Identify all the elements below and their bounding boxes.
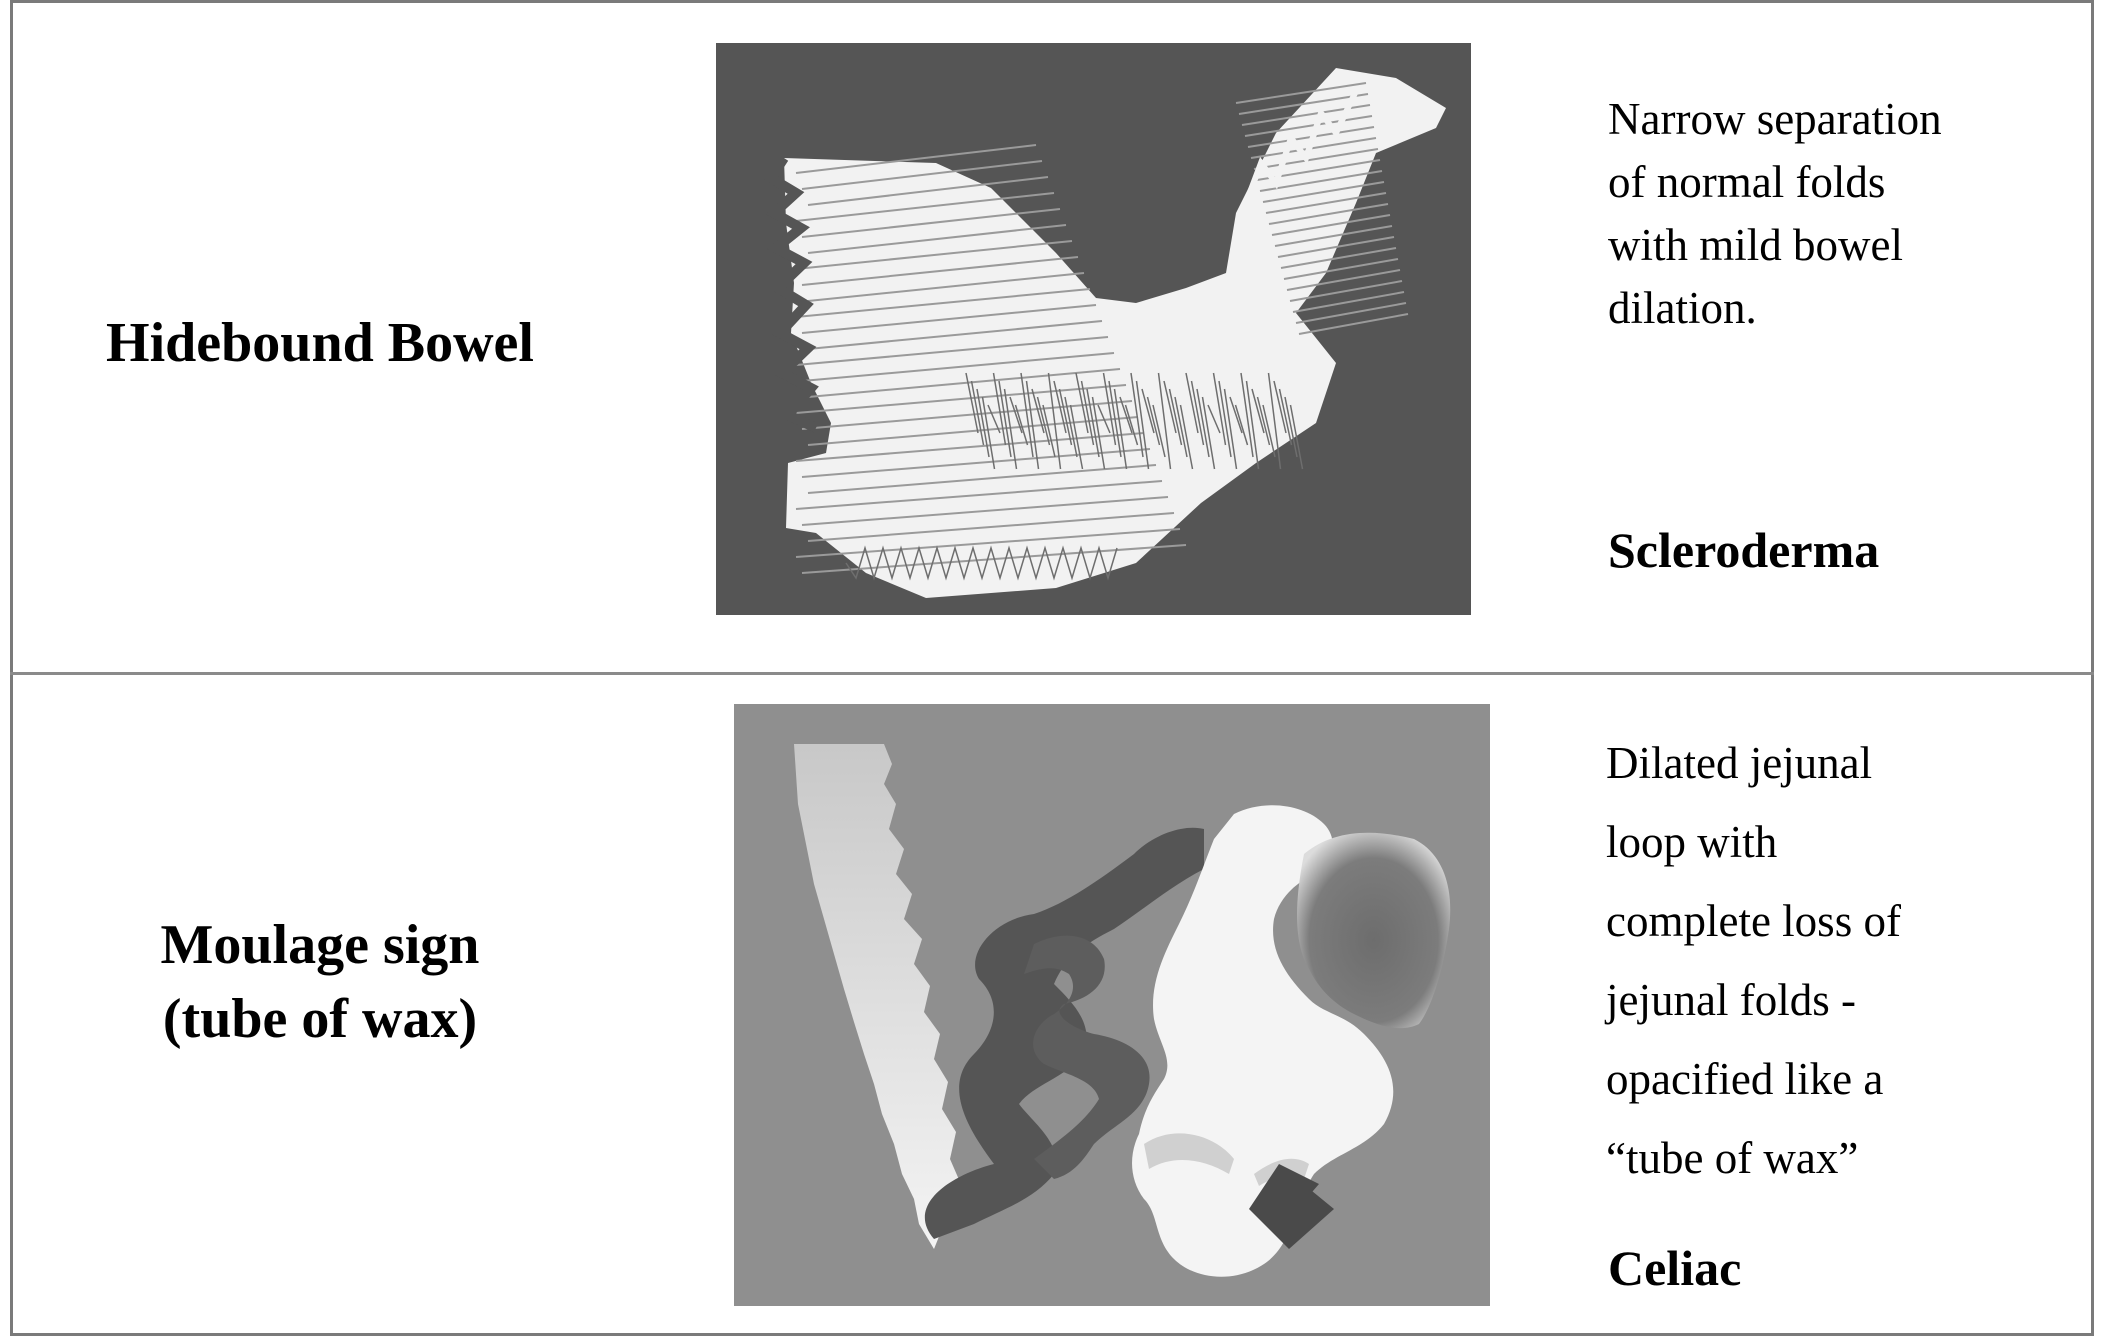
description-line: of normal folds (1608, 157, 1886, 207)
row-divider (10, 672, 2094, 675)
sign-name-hidebound-bowel: Hidebound Bowel (106, 312, 534, 374)
sign-name-moulage-sign: Moulage sign (tube of wax) (60, 908, 580, 1056)
description-line: dilation. (1608, 283, 1757, 333)
description-line: opacified like a (1606, 1054, 1884, 1104)
sign-name-line: (tube of wax) (162, 988, 478, 1050)
diagnosis-scleroderma: Scleroderma (1608, 522, 1880, 578)
description-moulage-sign: Dilated jejunal loop with complete loss … (1606, 724, 1901, 1198)
description-line: Narrow separation (1608, 94, 1942, 144)
description-line: Dilated jejunal (1606, 738, 1873, 788)
description-line: loop with (1606, 817, 1778, 867)
moulage-sign-illustration (734, 704, 1490, 1306)
diagnosis-celiac: Celiac (1608, 1240, 1742, 1296)
description-line: “tube of wax” (1606, 1133, 1859, 1183)
table-top-border (10, 0, 2094, 3)
signs-table (10, 0, 2094, 1336)
hidebound-bowel-illustration (716, 43, 1471, 615)
description-line: with mild bowel (1608, 220, 1903, 270)
sign-name-line: Moulage sign (160, 914, 480, 976)
description-hidebound-bowel: Narrow separation of normal folds with m… (1608, 88, 1942, 340)
description-line: jejunal folds - (1606, 975, 1856, 1025)
description-line: complete loss of (1606, 896, 1901, 946)
